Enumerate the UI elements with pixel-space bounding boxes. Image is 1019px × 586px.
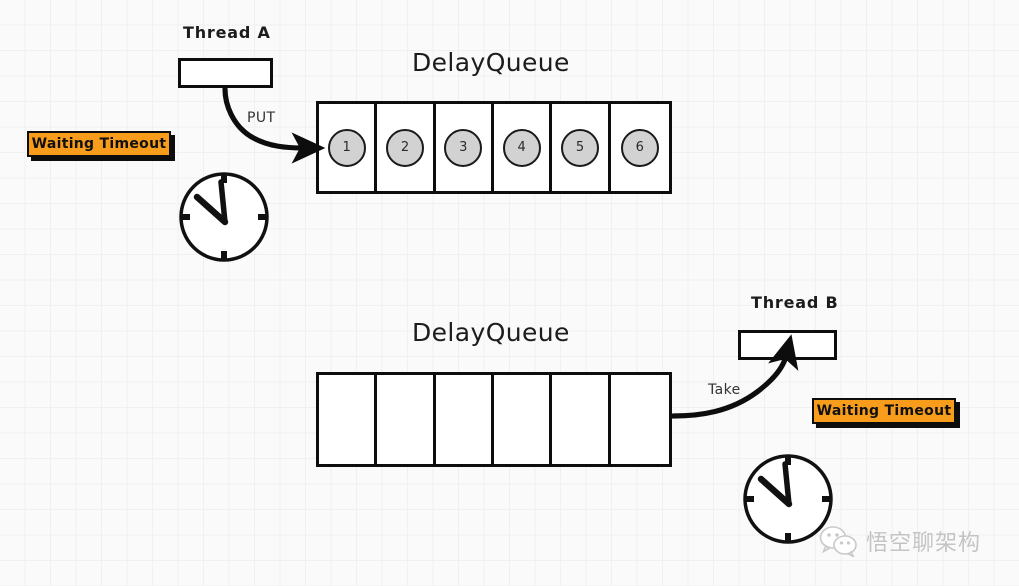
queue-cell: 3: [435, 104, 494, 191]
bottom-queue-title: DelayQueue: [412, 318, 570, 347]
thread-a-label: Thread A: [183, 23, 271, 42]
waiting-timeout-badge-top: Waiting Timeout: [27, 131, 171, 157]
queue-token: 5: [560, 128, 599, 167]
queue-token: 3: [444, 128, 483, 167]
watermark: 悟空聊架构: [818, 525, 981, 557]
queue-token: 1: [327, 128, 366, 167]
wechat-icon: [819, 526, 857, 557]
put-arrow-label: PUT: [247, 110, 276, 126]
queue-cell: 4: [493, 104, 553, 191]
take-arrow: [670, 334, 799, 419]
bottom-delay-queue: [316, 372, 672, 467]
queue-cell: 2: [377, 104, 436, 191]
watermark-text: 悟空聊架构: [866, 531, 982, 556]
queue-cell: [493, 375, 553, 464]
take-arrow-label: Take: [708, 382, 741, 398]
queue-cell: [610, 375, 669, 464]
clock-icon-top: [179, 172, 269, 262]
queue-cell: [377, 375, 436, 464]
queue-cell: [552, 375, 611, 464]
waiting-timeout-badge-bottom: Waiting Timeout: [812, 398, 956, 424]
queue-cell: 1: [319, 104, 378, 191]
queue-cell: [319, 375, 378, 464]
clock-icon-bottom: [743, 454, 833, 544]
queue-cell: 6: [610, 104, 669, 191]
put-arrow: [222, 86, 326, 164]
queue-cell: [435, 375, 494, 464]
queue-token: 6: [620, 128, 659, 167]
queue-cell: 5: [552, 104, 611, 191]
thread-b-label: Thread B: [751, 293, 839, 312]
queue-token: 2: [385, 128, 424, 167]
top-queue-title: DelayQueue: [412, 48, 570, 77]
queue-token: 4: [502, 128, 541, 167]
